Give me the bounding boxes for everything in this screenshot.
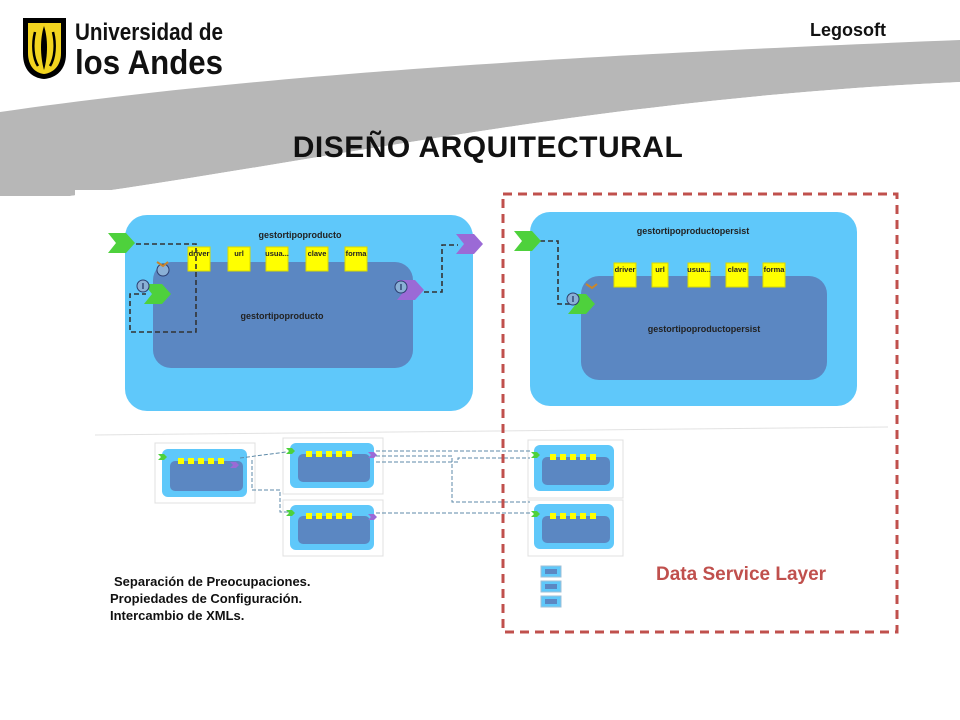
mini-component-right-top [527,439,624,499]
left-prop-box [344,246,368,272]
right-prop-box [613,262,637,288]
left-prop-label: driver [189,249,210,258]
left-prop-label: clave [308,249,327,258]
note-item: Propiedades de Configuración. [110,591,303,606]
mini-component-mid-top [282,437,384,495]
right-component: gestortipoproductopersist gestortipoprod… [510,196,888,426]
right-prop-label: driver [615,265,636,274]
plug-icon: I [566,292,580,306]
svg-text:I: I [400,283,402,292]
right-prop-label: clave [728,265,747,274]
logo-wordmark: Universidad de los Andes [75,19,223,80]
mini-component-mid-bottom [282,499,384,557]
mini-component-right-bottom [527,499,624,557]
plug-icon [156,261,170,277]
data-service-layer-label: Data Service Layer [656,564,827,585]
left-component-inner [153,262,413,368]
right-property-boxes: driver url usua... clave forma [613,262,786,288]
left-component: gestortipoproducto gestortipoproducto dr… [108,215,483,411]
right-prop-label: forma [764,265,786,274]
data-service-layer-border [501,192,899,634]
right-component-inner [581,276,827,380]
notes-list: Separación de Preocupaciones. Propiedade… [110,573,410,624]
mini-connectors [239,450,530,514]
svg-text:I: I [572,295,574,304]
logo-line2: los Andes [75,44,223,80]
left-component-inner-label: gestortipoproducto [241,311,324,321]
left-property-boxes: driver url usua... clave forma [187,246,368,272]
right-component-inner-label: gestortipoproductopersist [648,324,761,334]
right-prop-box [725,262,749,288]
university-logo: Universidad de los Andes [20,16,230,80]
left-prop-box [187,246,211,272]
right-prop-box [651,262,669,288]
note-item: Intercambio de XMLs. [110,608,245,623]
left-internal-wire [129,243,197,333]
right-prop-label: usua... [687,265,711,274]
university-crest-icon [23,18,66,79]
plug-icon [585,283,598,290]
brand-name: Legosoft [810,20,886,40]
left-external-wire [408,244,458,293]
plug-icon: I [136,279,150,293]
header-swoosh [0,0,960,200]
right-prop-box [762,262,786,288]
plug-icon: I [394,280,408,294]
svg-text:I: I [142,282,144,291]
right-internal-wire [540,240,572,305]
logo-line1: Universidad de [75,19,223,46]
stacked-doc-icons [540,565,562,608]
left-prop-box [305,246,329,272]
left-prop-label: forma [346,249,368,258]
slide-title: DISEÑO ARQUITECTURAL [292,131,684,164]
left-prop-label: usua... [265,249,289,258]
panel-divider [94,426,889,436]
note-item: Separación de Preocupaciones. [114,574,311,589]
right-prop-label: url [655,265,665,274]
left-prop-label: url [234,249,244,258]
left-prop-box [265,246,289,272]
mini-component-left [154,442,256,504]
right-component-outer-label: gestortipoproductopersist [637,226,750,236]
right-prop-box [687,262,711,288]
left-component-outer-label: gestortipoproducto [259,230,342,240]
left-prop-box [227,246,251,272]
